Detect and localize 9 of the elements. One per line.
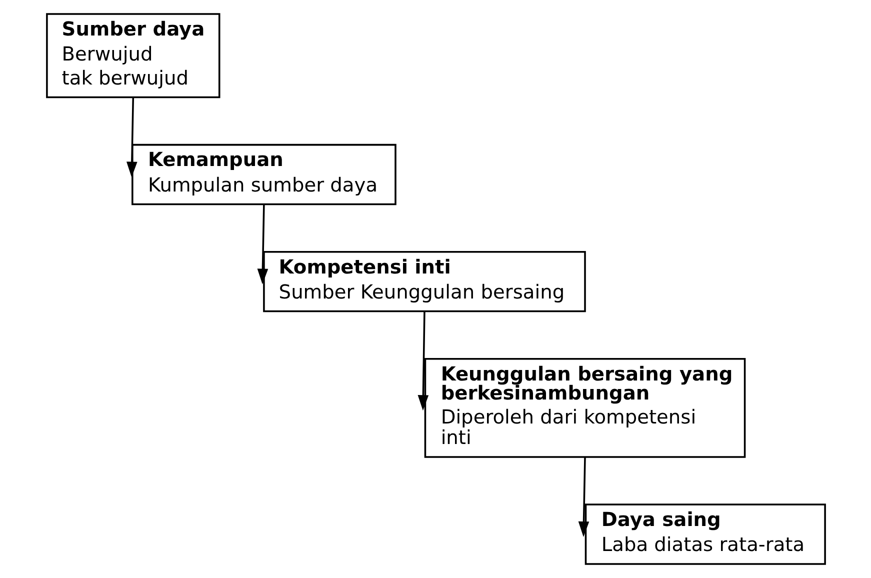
arrow — [126, 97, 137, 178]
arrow — [417, 311, 428, 411]
node-box: Kompetensi inti Sumber Keunggulan bersaing — [262, 250, 586, 312]
arrow — [578, 456, 589, 537]
node-box: Keunggulan bersaing yang berkesinambungan Diperoleh dari kompetensi inti — [424, 358, 746, 458]
node-box: Sumber daya Berwujud tak berwujud — [46, 13, 220, 98]
node-box: Kemampuan Kumpulan sumber daya — [131, 144, 396, 206]
arrow — [256, 204, 268, 284]
node-box: Daya saing Laba diatas rata-rata — [584, 504, 826, 565]
